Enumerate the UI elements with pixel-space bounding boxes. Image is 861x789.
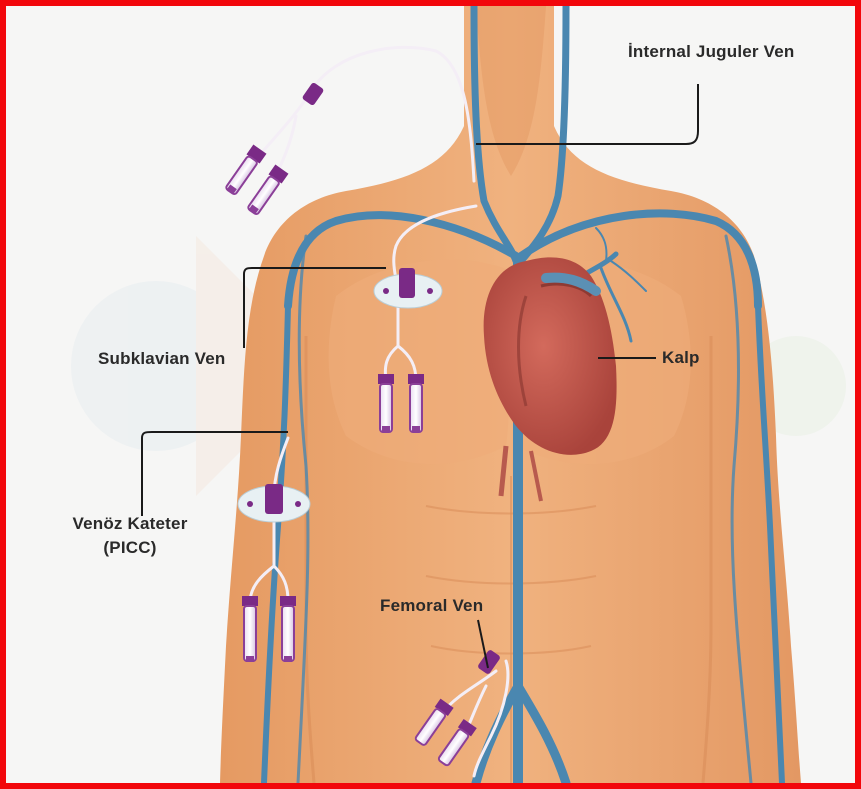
label-picc-catheter: Venöz Kateter (PICC)	[50, 514, 210, 558]
jugular-catheter-hub	[224, 82, 325, 217]
label-femoral-vein: Femoral Ven	[380, 596, 483, 616]
label-picc-line1: Venöz Kateter	[50, 514, 210, 534]
label-jugular-vein: İnternal Juguler Ven	[628, 42, 795, 62]
central-venous-catheter-illustration	[6, 6, 855, 783]
label-heart: Kalp	[662, 348, 700, 368]
label-subclavian-vein: Subklavian Ven	[98, 349, 226, 369]
label-picc-line2: (PICC)	[50, 538, 210, 558]
